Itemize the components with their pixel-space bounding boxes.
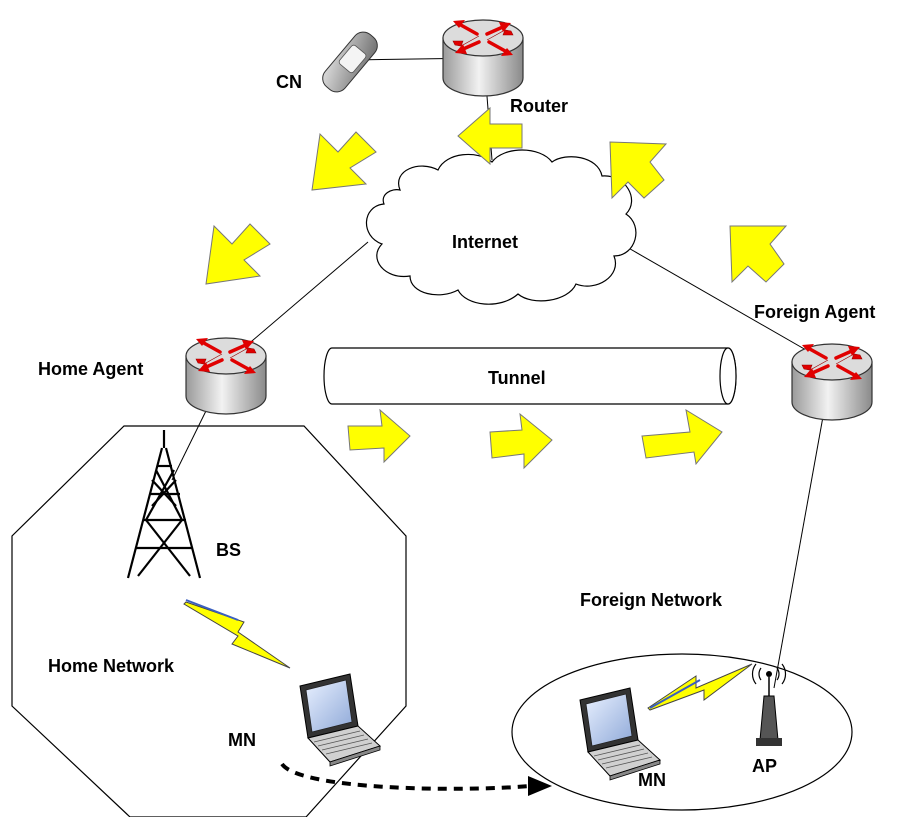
arrow-icon [311,131,377,191]
access-point-icon [751,663,787,746]
home-agent-label: Home Agent [38,359,143,379]
wireless-link-icon [183,601,753,711]
foreign-agent-router-icon [790,342,874,422]
foreign-network-boundary [511,653,853,811]
arrow-icon [641,408,723,466]
laptop-icon [579,687,661,781]
tunnel [323,347,737,405]
router-label: Router [510,96,568,116]
movement-arrow [280,762,531,791]
cell-tower-icon [126,430,202,579]
arrow-icon [729,225,788,284]
tunnel-label: Tunnel [488,368,546,388]
foreign-agent-label: Foreign Agent [754,302,875,322]
arrow-icon [609,141,668,200]
ap-label: AP [752,756,777,776]
arrow-icon [347,408,411,464]
foreign-network-label: Foreign Network [580,590,723,610]
bs-label: BS [216,540,241,560]
arrow-icon [489,412,553,470]
router-icon [441,18,525,98]
phone-icon [322,31,378,93]
arrow-icon [457,106,523,166]
yellow-arrows [205,106,788,470]
mn-foreign-label: MN [638,770,666,790]
home-network-boundary [11,425,407,817]
laptop-icon [299,673,381,767]
internet-label: Internet [452,232,518,252]
home-agent-router-icon [184,336,268,416]
internet-cloud [365,149,637,305]
wireless-link-line [185,599,239,621]
cn-label: CN [276,72,302,92]
mn-home-label: MN [228,730,256,750]
home-network-label: Home Network [48,656,175,676]
arrow-icon [205,223,271,285]
